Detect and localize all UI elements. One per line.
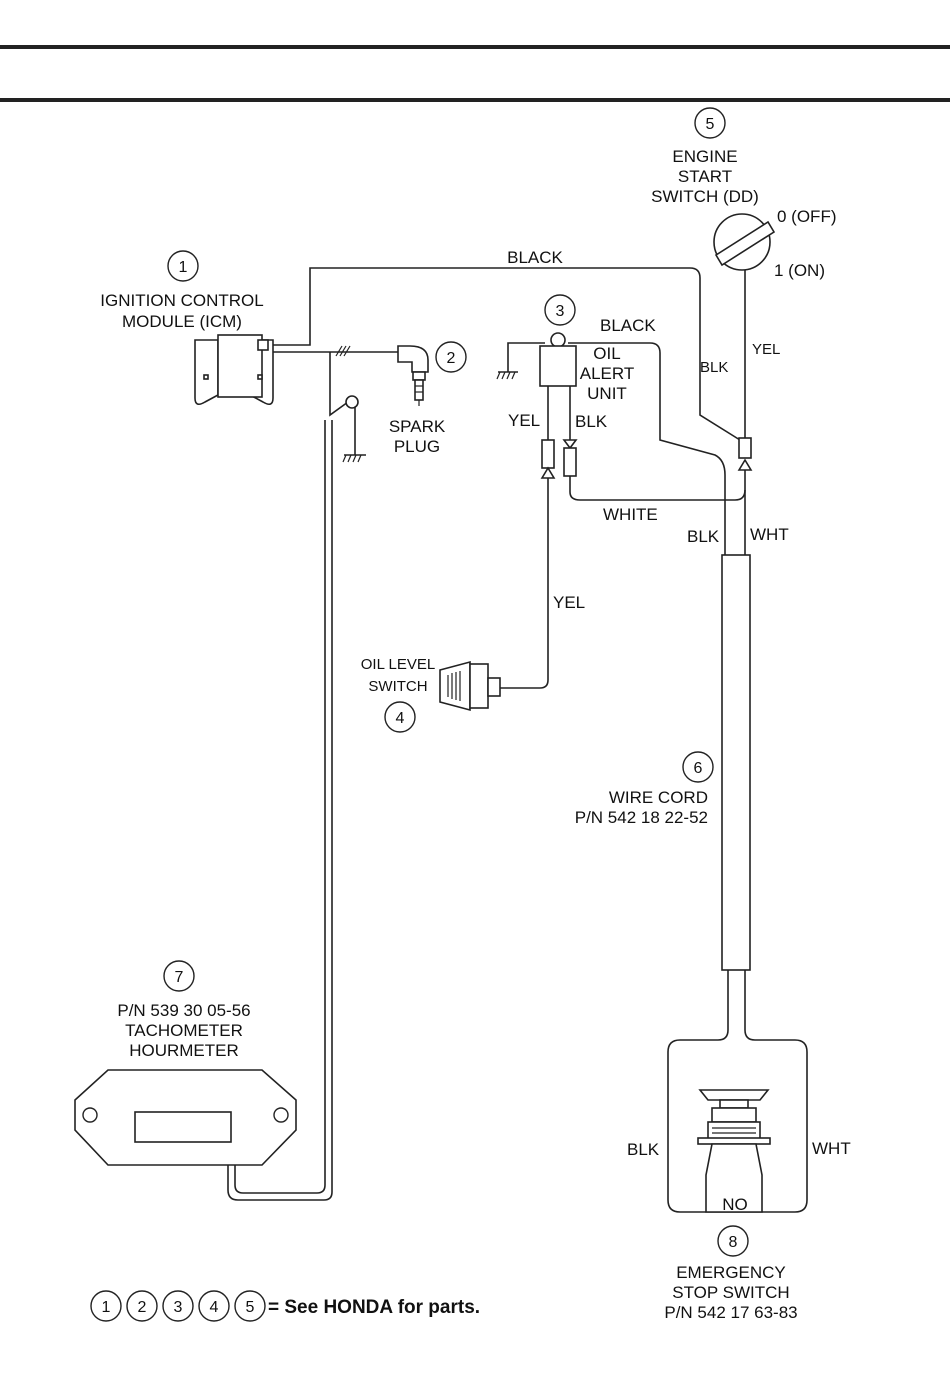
wire-cord xyxy=(667,554,808,1213)
svg-text:WIRE CORD: WIRE CORD xyxy=(609,788,708,807)
legend: 1 2 3 4 5 = See HONDA for parts. xyxy=(90,1290,480,1322)
black-wire-oil xyxy=(568,342,726,555)
yel-wire-level xyxy=(500,478,549,689)
wire-label-blk-oil: BLK xyxy=(575,412,608,431)
off-position-label: 0 (OFF) xyxy=(777,207,837,226)
svg-text:P/N 539 30 05-56: P/N 539 30 05-56 xyxy=(117,1001,250,1020)
engine-start-label: ENGINE START SWITCH (DD) xyxy=(651,147,759,206)
svg-text:TACHOMETER: TACHOMETER xyxy=(125,1021,243,1040)
oil-alert-ground-lead xyxy=(507,342,545,372)
wire-label-blk-cord: BLK xyxy=(687,527,720,546)
cable-hash-icon xyxy=(335,345,351,357)
top-rule xyxy=(0,45,950,49)
legend-item-4: 4 xyxy=(198,1290,230,1322)
on-position-label: 1 (ON) xyxy=(774,261,825,280)
svg-text:START: START xyxy=(678,167,732,186)
svg-text:7: 7 xyxy=(175,969,184,986)
svg-text:SWITCH (DD): SWITCH (DD) xyxy=(651,187,759,206)
svg-text:ENGINE: ENGINE xyxy=(672,147,737,166)
callout-1: 1 xyxy=(167,250,199,282)
legend-item-1: 1 xyxy=(90,1290,122,1322)
svg-text:5: 5 xyxy=(246,1299,255,1316)
wire-label-blk-start: BLK xyxy=(700,359,728,376)
svg-text:IGNITION CONTROL: IGNITION CONTROL xyxy=(100,291,263,310)
connector-yel xyxy=(540,439,556,479)
wire-label-yel-start: YEL xyxy=(752,341,780,358)
callout-4: 4 xyxy=(384,701,416,733)
wire-label-white: WHITE xyxy=(603,505,658,524)
legend-item-2: 2 xyxy=(126,1290,158,1322)
svg-text:OIL: OIL xyxy=(593,344,620,363)
oil-level-switch xyxy=(439,660,501,712)
estop-no-label: NO xyxy=(722,1195,748,1214)
svg-text:3: 3 xyxy=(174,1299,183,1316)
svg-text:OIL LEVEL: OIL LEVEL xyxy=(361,656,436,673)
svg-text:3: 3 xyxy=(556,303,565,320)
oil-alert-unit xyxy=(539,332,577,387)
svg-text:1: 1 xyxy=(102,1299,111,1316)
white-wire xyxy=(569,475,746,501)
svg-text:P/N 542 17 63-83: P/N 542 17 63-83 xyxy=(664,1303,797,1322)
svg-text:UNIT: UNIT xyxy=(587,384,627,403)
spark-plug xyxy=(397,345,429,406)
svg-text:HOURMETER: HOURMETER xyxy=(129,1041,239,1060)
callout-7: 7 xyxy=(163,960,195,992)
callout-6: 6 xyxy=(682,751,714,783)
connector-start xyxy=(737,437,753,471)
svg-text:1: 1 xyxy=(179,259,188,276)
wire-label-wht-estop: WHT xyxy=(812,1139,851,1158)
tachometer-hourmeter xyxy=(74,1069,297,1166)
legend-item-3: 3 xyxy=(162,1290,194,1322)
legend-text: = See HONDA for parts. xyxy=(268,1297,480,1318)
black-wire-top xyxy=(268,267,741,441)
wire-label-yel-level: YEL xyxy=(553,593,585,612)
callout-5: 5 xyxy=(694,107,726,139)
icm-ground-branch xyxy=(329,352,349,417)
svg-text:MODULE (ICM): MODULE (ICM) xyxy=(122,312,242,331)
svg-text:EMERGENCY: EMERGENCY xyxy=(676,1263,786,1282)
callout-2: 2 xyxy=(435,341,467,373)
engine-start-switch xyxy=(713,213,776,271)
oil-alert-label: OIL ALERT UNIT xyxy=(580,344,635,403)
svg-text:6: 6 xyxy=(694,760,703,777)
emergency-stop-switch xyxy=(697,1089,771,1213)
ground-icon xyxy=(342,395,366,463)
connector-blk xyxy=(562,439,578,477)
svg-text:2: 2 xyxy=(138,1299,147,1316)
wire-label-black-oil: BLACK xyxy=(600,316,656,335)
svg-text:P/N 542 18 22-52: P/N 542 18 22-52 xyxy=(575,808,708,827)
legend-item-5: 5 xyxy=(234,1290,266,1322)
second-rule xyxy=(0,98,950,102)
svg-text:PLUG: PLUG xyxy=(394,437,440,456)
svg-text:SPARK: SPARK xyxy=(389,417,446,436)
tach-cable-inner xyxy=(227,420,333,1201)
svg-text:STOP SWITCH: STOP SWITCH xyxy=(672,1283,789,1302)
svg-text:4: 4 xyxy=(396,710,405,727)
spark-plug-label: SPARK PLUG xyxy=(389,417,446,456)
svg-text:ALERT: ALERT xyxy=(580,364,635,383)
wire-label-black-top: BLACK xyxy=(507,248,563,267)
svg-text:8: 8 xyxy=(729,1234,738,1251)
icm-label: IGNITION CONTROL MODULE (ICM) xyxy=(100,291,263,331)
tach-cable-outer xyxy=(234,420,326,1194)
callout-3: 3 xyxy=(544,294,576,326)
callout-8: 8 xyxy=(717,1225,749,1257)
svg-text:4: 4 xyxy=(210,1299,219,1316)
wire-label-blk-estop: BLK xyxy=(627,1140,660,1159)
svg-text:2: 2 xyxy=(447,350,456,367)
estop-label: EMERGENCY STOP SWITCH P/N 542 17 63-83 xyxy=(664,1263,797,1322)
wire-cord-label: WIRE CORD P/N 542 18 22-52 xyxy=(575,788,708,827)
svg-text:SWITCH: SWITCH xyxy=(368,678,427,695)
oil-alert-ground-icon xyxy=(496,371,518,380)
wire-label-wht-cord: WHT xyxy=(750,525,789,544)
wire-label-yel-oil: YEL xyxy=(508,411,540,430)
svg-text:5: 5 xyxy=(706,116,715,133)
oil-level-label: OIL LEVEL SWITCH xyxy=(361,656,436,695)
tach-label: P/N 539 30 05-56 TACHOMETER HOURMETER xyxy=(117,1001,250,1060)
ignition-control-module xyxy=(194,334,274,406)
